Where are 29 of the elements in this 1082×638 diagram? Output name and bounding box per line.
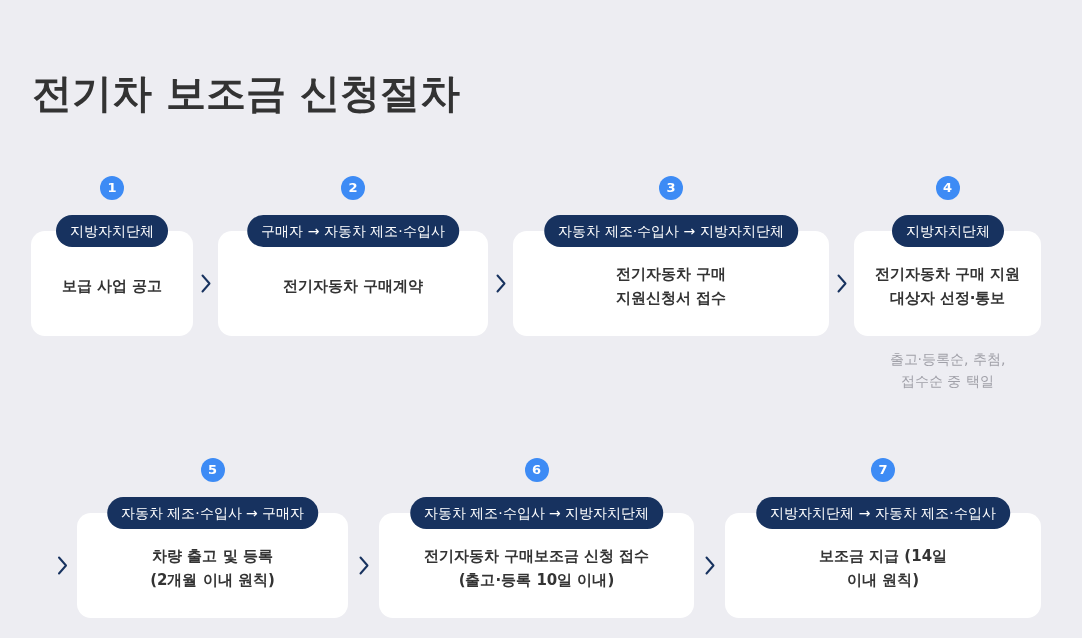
chevron-arrow [201, 274, 211, 293]
step-description: 차량 출고 및 등록 (2개월 이내 원칙) [149, 545, 276, 591]
step-number: 2 [341, 176, 365, 200]
step-description: 전기자동차 구매계약 [281, 275, 425, 297]
step-description: 전기자동차 구매 지원 대상자 선정·통보 [873, 263, 1022, 309]
step-number: 3 [659, 176, 683, 200]
step-description: 보조금 지급 (14일 이내 원칙) [817, 545, 949, 591]
actor-label: 자동차 제조·수입사 → 구매자 [106, 497, 319, 529]
step-number: 4 [935, 176, 960, 200]
step-number: 6 [524, 458, 549, 482]
step-description: 보급 사업 공고 [60, 275, 164, 297]
chevron-arrow [58, 556, 67, 575]
step-number: 5 [200, 458, 225, 482]
actor-label: 지방자치단체 [56, 215, 168, 247]
step-description: 전기자동차 구매보조금 신청 접수 (출고·등록 10일 이내) [422, 545, 651, 591]
actor-label: 자동차 제조·수입사 → 지방자치단체 [544, 215, 798, 247]
actor-label: 지방자치단체 [891, 215, 1004, 247]
chevron-arrow [837, 274, 847, 293]
step-description: 전기자동차 구매 지원신청서 접수 [614, 263, 728, 309]
chevron-arrow [705, 556, 715, 575]
step-number: 7 [871, 458, 895, 482]
step-number: 1 [100, 176, 124, 200]
actor-label: 자동차 제조·수입사 → 지방자치단체 [409, 497, 664, 529]
actor-label: 구매자 → 자동차 제조·수입사 [247, 215, 459, 247]
chevron-arrow [496, 274, 506, 293]
title: 전기차 보조금 신청절차 [32, 69, 460, 118]
chevron-arrow [359, 556, 369, 575]
note: 출고·등록순, 추첨, 접수순 중 택일 [888, 350, 1007, 391]
actor-label: 지방자치단체 → 자동차 제조·수입사 [756, 497, 1010, 529]
